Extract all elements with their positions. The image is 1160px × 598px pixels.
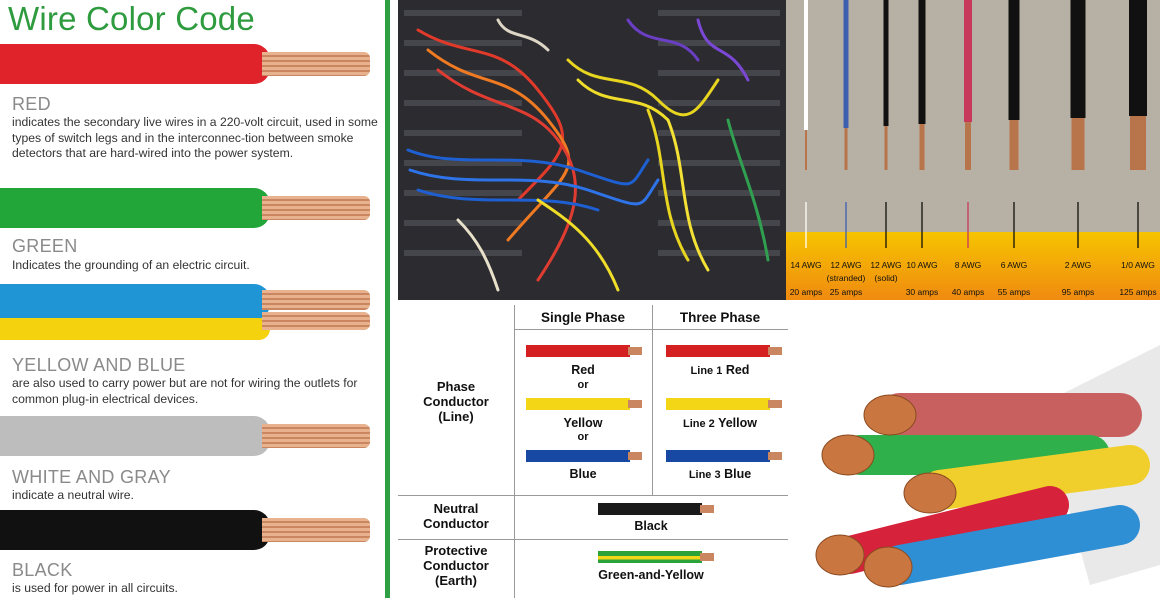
single-blue-label: Blue (569, 467, 597, 481)
gauge-wire-insulation (804, 0, 808, 130)
gauge-label: 8 AWG (955, 260, 982, 270)
header-single-phase: Single Phase (540, 310, 626, 325)
single-yellow-wire (526, 398, 642, 410)
gauge-label: 2 AWG (1065, 260, 1092, 270)
gauge-wire-copper (1009, 120, 1019, 170)
black-wire-image (0, 510, 375, 550)
conductor-color-table: Single Phase Three Phase Phase Conductor… (398, 305, 788, 598)
three-line2-label: Line 2 Yellow (683, 416, 757, 430)
green-divider (385, 0, 390, 598)
amps-label: 25 amps (830, 287, 863, 297)
black-heading: BLACK (12, 560, 73, 580)
amps-label: 30 amps (906, 287, 939, 297)
green-wire-image (0, 188, 375, 228)
green-description: Indicates the grounding of an electric c… (12, 258, 250, 272)
three-line3-wire (666, 450, 782, 462)
network-rack-photo (398, 0, 786, 300)
gauge-wire-copper (805, 130, 807, 170)
yellow-blue-description: are also used to carry power but are not… (12, 376, 358, 406)
protective-green-yellow-wire (598, 551, 714, 563)
gauge-wire-copper (965, 122, 971, 170)
amps-label: 40 amps (952, 287, 985, 297)
gauge-label: 1/0 AWG (1121, 260, 1155, 270)
single-or-2: or (577, 431, 589, 443)
single-or-1: or (577, 379, 589, 391)
panel-title: Wire Color Code (8, 0, 255, 37)
gauge-wire-insulation (964, 0, 972, 122)
gauge-wire-insulation (1008, 0, 1020, 120)
protective-green-yellow-label: Green-and-Yellow (598, 568, 704, 582)
amps-label: 20 amps (790, 287, 823, 297)
white-gray-wire-image (0, 416, 375, 456)
white-gray-heading: WHITE AND GRAY (12, 467, 171, 487)
neutral-black-label: Black (634, 519, 668, 533)
single-red-label: Red (571, 363, 595, 377)
gauge-wire-insulation (843, 0, 849, 128)
wire-color-code-panel: Wire Color Code RED indicates the second… (0, 0, 386, 598)
multicore-cable-photo (790, 305, 1160, 598)
single-red-wire (526, 345, 642, 357)
gauge-wire-insulation (918, 0, 926, 124)
red-wire-image (0, 44, 375, 84)
neutral-black-wire (598, 503, 714, 515)
red-description: indicates the secondary live wires in a … (12, 115, 378, 160)
amps-label: 55 amps (998, 287, 1031, 297)
gauge-sublabel: (solid) (874, 273, 897, 283)
gauge-label: 12 AWG (830, 260, 861, 270)
gauge-wire-copper (884, 126, 888, 170)
gauge-wire-insulation (883, 0, 889, 126)
green-heading: GREEN (12, 236, 78, 256)
three-line1-wire (666, 345, 782, 357)
gauge-label: 14 AWG (790, 260, 821, 270)
gauge-label: 6 AWG (1001, 260, 1028, 270)
row-label-phase-conductor: Phase Conductor (Line) (423, 379, 489, 424)
row-label-neutral-conductor: Neutral Conductor (423, 501, 489, 531)
yellow-blue-heading: YELLOW AND BLUE (12, 355, 186, 375)
amps-label: 125 amps (1119, 287, 1156, 297)
gauge-sublabel: (stranded) (827, 273, 866, 283)
gauge-wire-insulation (1129, 0, 1147, 116)
yellow-blue-wire-image (0, 284, 375, 340)
single-yellow-label: Yellow (563, 416, 603, 430)
gauge-wire-copper (1071, 118, 1085, 170)
gauge-label: 10 AWG (906, 260, 937, 270)
header-three-phase: Three Phase (679, 310, 761, 325)
three-line2-wire (666, 398, 782, 410)
row-label-protective-conductor: Protective Conductor (Earth) (423, 543, 489, 588)
three-line1-label: Line 1 Red (690, 363, 750, 377)
gauge-wire-copper (919, 124, 925, 170)
red-heading: RED (12, 94, 51, 114)
gauge-wire-copper (844, 128, 848, 170)
gauge-wire-copper (1130, 116, 1146, 170)
three-line3-label: Line 3 Blue (688, 467, 752, 481)
gauge-label: 12 AWG (870, 260, 901, 270)
white-gray-description: indicate a neutral wire. (12, 488, 134, 502)
gauge-wire-insulation (1070, 0, 1086, 118)
amps-label: 95 amps (1062, 287, 1095, 297)
single-blue-wire (526, 450, 642, 462)
black-description: is used for power in all circuits. (12, 581, 178, 595)
wire-gauge-photo: 14 AWG 20 amps 12 AWG (stranded) 25 amps 12 A… (786, 0, 1160, 300)
